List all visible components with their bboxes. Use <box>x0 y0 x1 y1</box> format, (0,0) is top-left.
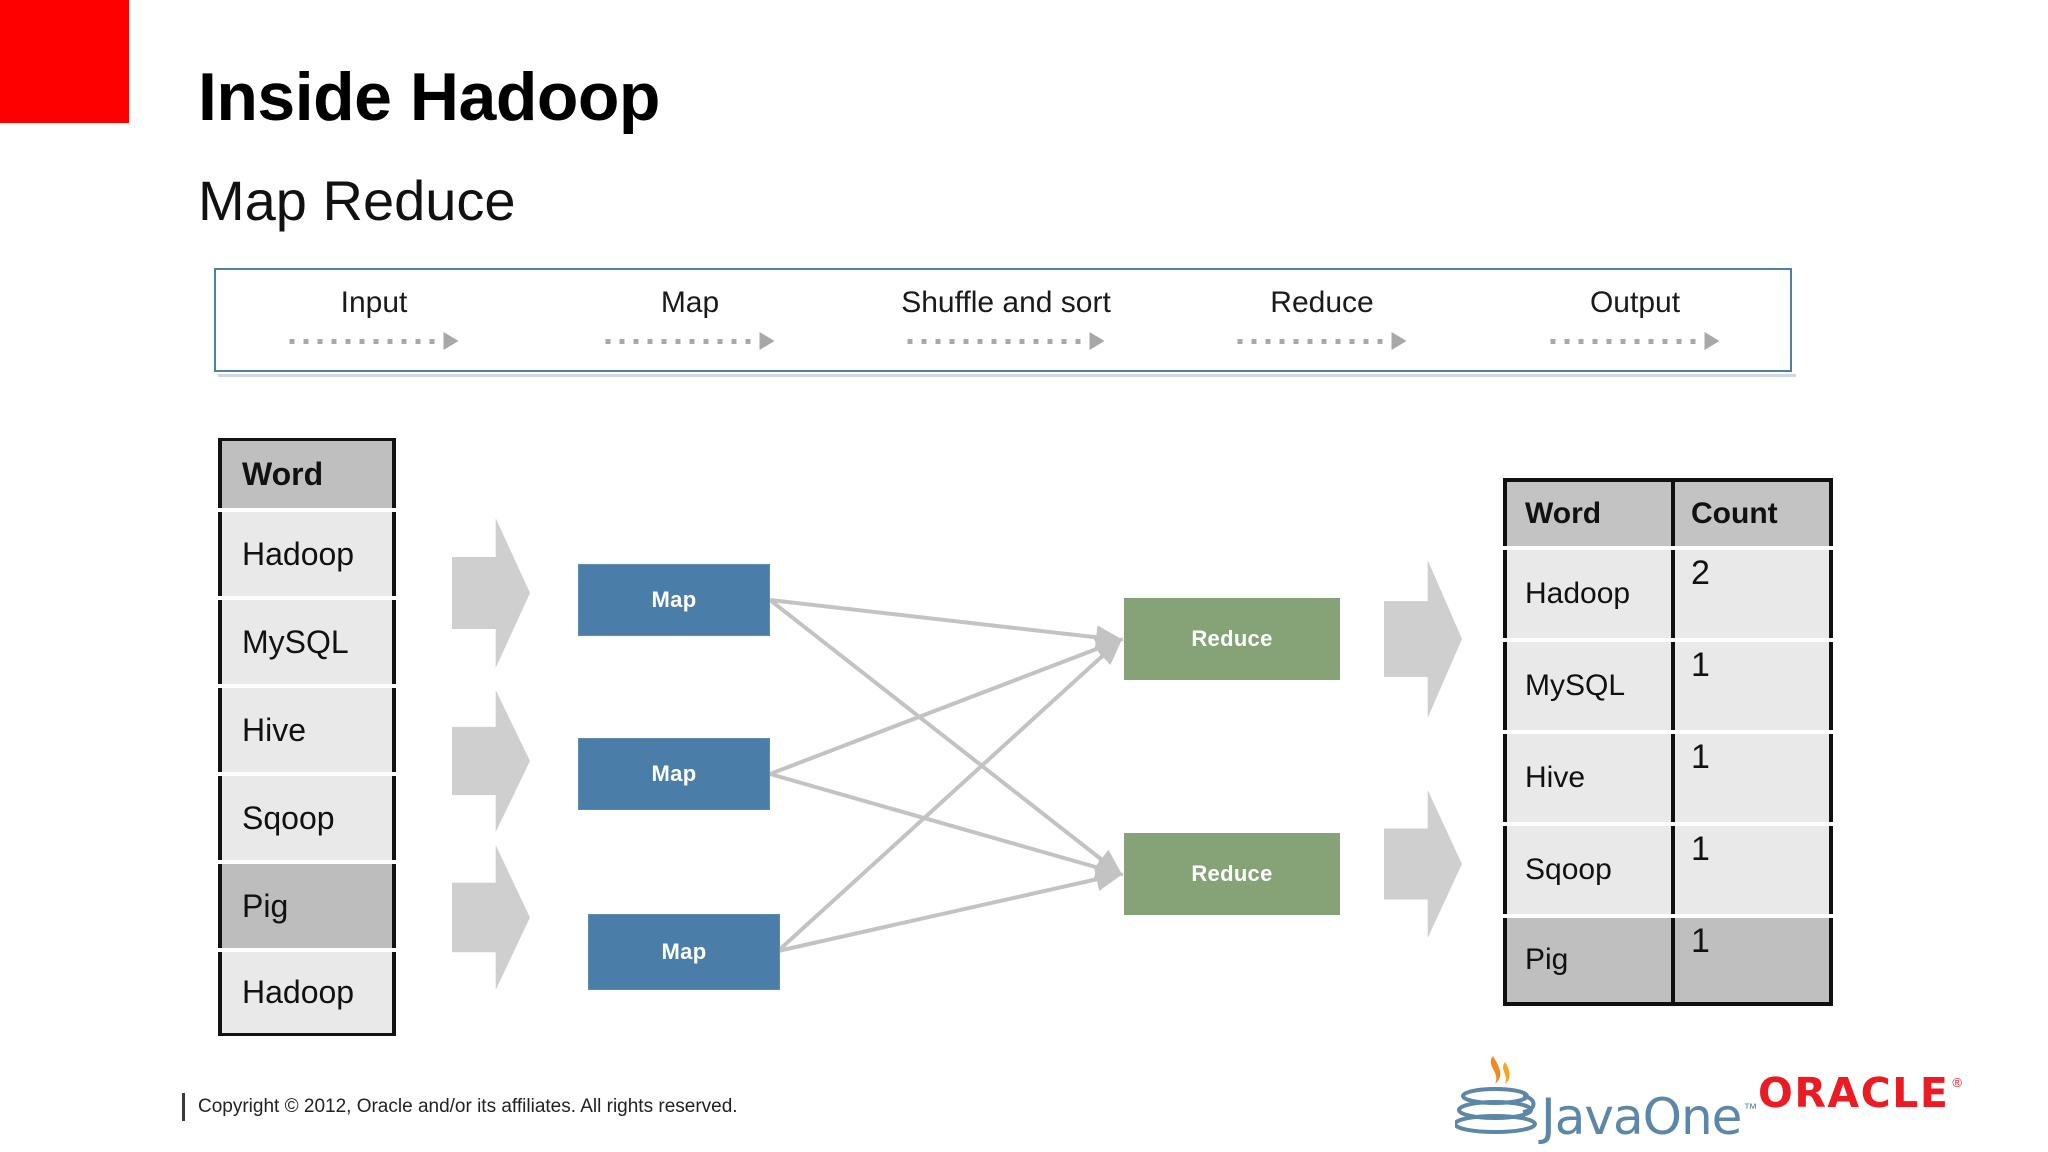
map-box-2[interactable]: Map <box>578 738 770 810</box>
oracle-wordmark: ORACLE <box>1758 1069 1950 1117</box>
output-word-count-table: Word Count Hadoop 2 MySQL 1 Hive 1 Sqoop… <box>1503 478 1833 1010</box>
output-header-word: Word <box>1507 482 1675 546</box>
output-table-row: Sqoop 1 <box>1503 826 1833 914</box>
output-cell-word: Hadoop <box>1507 550 1675 638</box>
output-cell-count: 1 <box>1691 830 1710 868</box>
block-arrow-output-1 <box>1384 560 1462 718</box>
copyright-text: Copyright © 2012, Oracle and/or its affi… <box>198 1096 738 1117</box>
output-cell-count: 1 <box>1691 646 1710 684</box>
java-coffee-cup-icon <box>1455 1056 1537 1134</box>
dotted-arrow-icon <box>605 332 775 350</box>
javaone-wordmark: JavaOne <box>1541 1088 1742 1146</box>
output-table-row: Hive 1 <box>1503 734 1833 822</box>
dotted-arrow-icon <box>1550 332 1720 350</box>
reduce-box-1[interactable]: Reduce <box>1124 598 1340 680</box>
block-arrow-input-2 <box>452 690 530 832</box>
phase-label: Output <box>1589 286 1681 319</box>
output-cell-count: 1 <box>1691 738 1710 776</box>
output-cell-word: Pig <box>1507 918 1675 1002</box>
phase-label: Input <box>340 286 408 319</box>
phase-input: Input <box>216 270 532 370</box>
reduce-box-2[interactable]: Reduce <box>1124 833 1340 915</box>
phase-label: Reduce <box>1270 286 1374 319</box>
phase-reduce: Reduce <box>1164 270 1480 370</box>
footer-divider <box>182 1093 185 1121</box>
output-cell-word: Hive <box>1507 734 1675 822</box>
map-box-1[interactable]: Map <box>578 564 770 636</box>
output-table-row: MySQL 1 <box>1503 642 1833 730</box>
input-table-header: Word <box>218 438 396 508</box>
phase-shuffle-and-sort: Shuffle and sort <box>848 270 1164 370</box>
phase-label: Shuffle and sort <box>901 286 1111 319</box>
oracle-logo: ORACLE ® <box>1758 1073 1962 1114</box>
javaone-logo: JavaOne ™ <box>1455 1052 1757 1142</box>
output-cell-count: 2 <box>1691 554 1710 592</box>
phase-bar-shadow <box>218 374 1796 377</box>
map-box-3[interactable]: Map <box>588 914 780 990</box>
input-table-row: Hadoop <box>218 952 396 1036</box>
output-table-row: Hadoop 2 <box>1503 550 1833 638</box>
page-subtitle: Map Reduce <box>198 169 516 232</box>
reduce-box-label: Reduce <box>1191 861 1273 886</box>
input-table-row: MySQL <box>218 600 396 684</box>
output-header-count: Count <box>1691 497 1778 530</box>
input-table-row: Hive <box>218 688 396 772</box>
page-title: Inside Hadoop <box>198 59 660 135</box>
phase-label: Map <box>660 286 720 319</box>
phase-output: Output <box>1480 270 1790 370</box>
map-box-label: Map <box>651 761 697 786</box>
map-box-label: Map <box>661 939 707 964</box>
output-cell-count: 1 <box>1691 922 1710 960</box>
input-table-row: Pig <box>218 864 396 948</box>
dotted-arrow-icon <box>907 332 1105 350</box>
block-arrow-input-3 <box>452 845 530 990</box>
pipeline-phase-bar: Input Map Shuffle and sort <box>214 268 1792 372</box>
red-accent-block <box>0 0 129 123</box>
dotted-arrow-icon <box>289 332 459 350</box>
input-table-row: Hadoop <box>218 512 396 596</box>
trademark-icon: ™ <box>1743 1100 1758 1116</box>
registered-icon: ® <box>1952 1075 1962 1090</box>
input-table-row: Sqoop <box>218 776 396 860</box>
dotted-arrow-icon <box>1237 332 1407 350</box>
output-table-row: Pig 1 <box>1503 918 1833 1006</box>
output-cell-word: Sqoop <box>1507 826 1675 914</box>
output-table-header: Word Count <box>1503 478 1833 546</box>
map-box-label: Map <box>651 587 697 612</box>
reduce-box-label: Reduce <box>1191 626 1273 651</box>
input-word-table: Word Hadoop MySQL Hive Sqoop Pig Hadoop <box>218 438 396 1040</box>
block-arrow-input-1 <box>452 518 530 668</box>
block-arrow-output-2 <box>1384 790 1462 938</box>
phase-map: Map <box>532 270 848 370</box>
output-cell-word: MySQL <box>1507 642 1675 730</box>
